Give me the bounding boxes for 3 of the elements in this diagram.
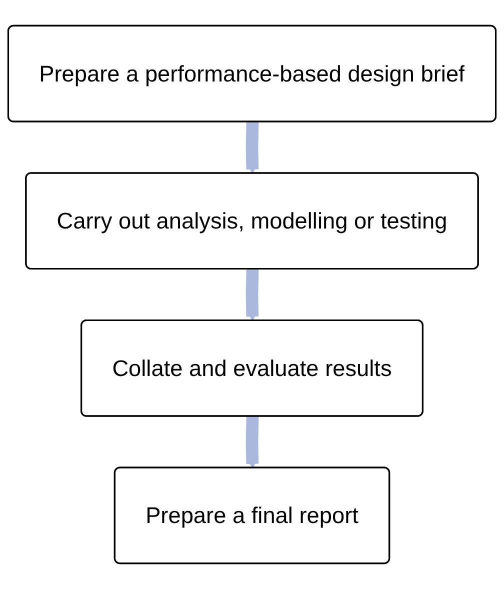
arrow (246, 269, 259, 322)
arrow (246, 416, 259, 468)
arrow (246, 122, 259, 174)
